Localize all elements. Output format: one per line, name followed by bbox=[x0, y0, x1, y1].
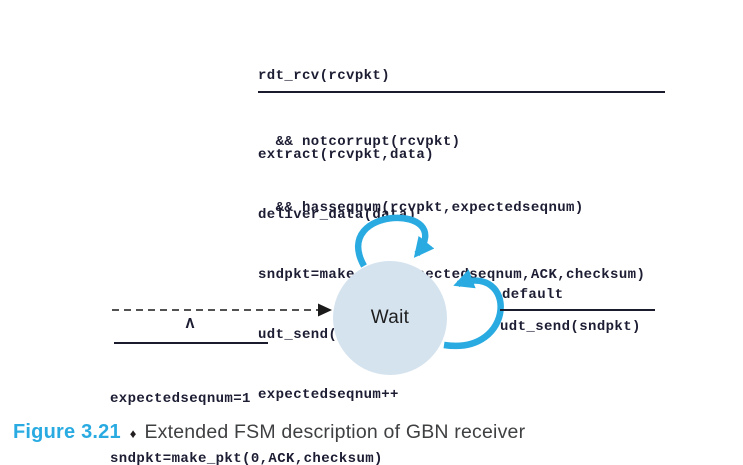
state-wait: Wait bbox=[333, 261, 447, 375]
figure-caption: Figure 3.21 ♦ Extended FSM description o… bbox=[13, 421, 525, 444]
code-line: && notcorrupt(rcvpkt) bbox=[258, 134, 461, 150]
code-line: expectedseqnum++ bbox=[258, 387, 399, 403]
state-label: Wait bbox=[370, 307, 410, 328]
default-transition-condition: default bbox=[502, 287, 564, 303]
code-line: sndpkt=make_pkt(0,ACK,checksum) bbox=[110, 451, 383, 465]
receive-transition-condition: rdt_rcv(rcvpkt) && notcorrupt(rcvpkt) &&… bbox=[258, 21, 584, 263]
default-transition-action: udt_send(sndpkt) bbox=[500, 319, 641, 335]
code-line: rdt_rcv(rcvpkt) bbox=[258, 68, 391, 84]
initial-transition-actions: expectedseqnum=1 sndpkt=make_pkt(0,ACK,c… bbox=[110, 349, 383, 465]
code-line: sndpkt=make_pkt(expectedseqnum,ACK,check… bbox=[258, 267, 646, 283]
initial-transition-condition: Λ bbox=[185, 316, 195, 333]
default-transition-separator-line bbox=[500, 309, 655, 311]
initial-transition-separator-line bbox=[114, 342, 268, 344]
code-line: expectedseqnum=1 bbox=[110, 391, 251, 407]
figure-caption-text: Extended FSM description of GBN receiver bbox=[144, 421, 526, 443]
code-line: deliver_data(data) bbox=[258, 207, 417, 223]
code-line: && hasseqnum(rcvpkt,expectedseqnum) bbox=[258, 200, 584, 216]
receive-transition-separator-line bbox=[258, 91, 665, 93]
caption-diamond-icon: ♦ bbox=[129, 426, 137, 441]
code-line: extract(rcvpkt,data) bbox=[258, 147, 435, 163]
figure-number-label: Figure 3.21 bbox=[13, 421, 121, 443]
